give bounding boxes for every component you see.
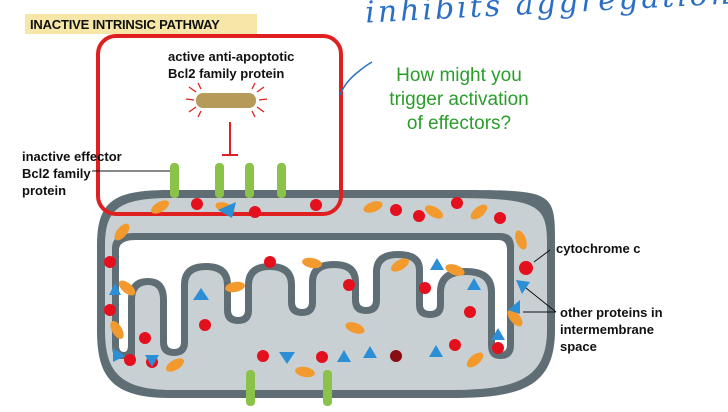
cytochrome-c-dark	[390, 350, 402, 362]
question-annotation: How might you trigger activation of effe…	[354, 64, 564, 136]
other-proteins-label-line3: space	[560, 339, 597, 354]
handwritten-pointer	[339, 61, 373, 96]
effector-label-line2: Bcl2 family	[22, 166, 91, 181]
effector-protein	[246, 370, 255, 406]
highlight-box	[96, 34, 343, 216]
pathway-title: INACTIVE INTRINSIC PATHWAY	[30, 17, 220, 32]
effector-protein	[323, 370, 332, 406]
other-proteins-label-line2: intermembrane	[560, 322, 654, 337]
inner-membrane	[112, 233, 514, 359]
anti-apoptotic-label-line2: Bcl2 family protein	[168, 66, 285, 81]
question-line3: of effectors?	[406, 113, 512, 134]
question-line1: How might you	[396, 65, 522, 86]
blue-proteins	[109, 202, 530, 367]
anti-apoptotic-label-line1: active anti-apoptotic	[168, 49, 295, 64]
orange-proteins	[110, 200, 527, 378]
effector-protein	[245, 163, 254, 198]
anti-apoptotic-protein	[185, 82, 268, 156]
proteins-leader	[525, 287, 557, 313]
effector-label-line1: inactive effector	[22, 149, 122, 164]
question-line2: trigger activation	[389, 89, 529, 110]
effector-label-line3: protein	[22, 183, 67, 198]
cytochrome-leader	[533, 249, 551, 263]
other-proteins-label-line1: other proteins in	[560, 305, 663, 320]
cytochrome-c-label: cytochrome c	[556, 241, 641, 256]
effector-protein	[277, 163, 286, 198]
effector-protein	[215, 163, 224, 198]
effector-protein	[170, 163, 179, 198]
title-highlight	[25, 14, 257, 34]
